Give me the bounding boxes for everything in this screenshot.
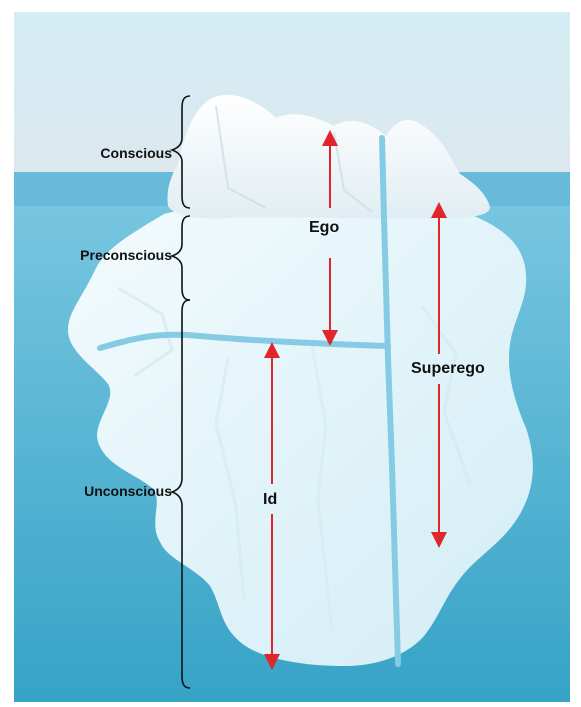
level-label-conscious: Conscious: [64, 146, 172, 160]
id-label: Id: [263, 492, 277, 508]
iceberg-illustration: [14, 12, 570, 702]
ego-label: Ego: [309, 220, 339, 236]
level-label-unconscious: Unconscious: [40, 484, 172, 498]
diagram-frame: [14, 12, 570, 702]
superego-label: Superego: [411, 361, 485, 377]
level-label-preconscious: Preconscious: [38, 248, 172, 262]
